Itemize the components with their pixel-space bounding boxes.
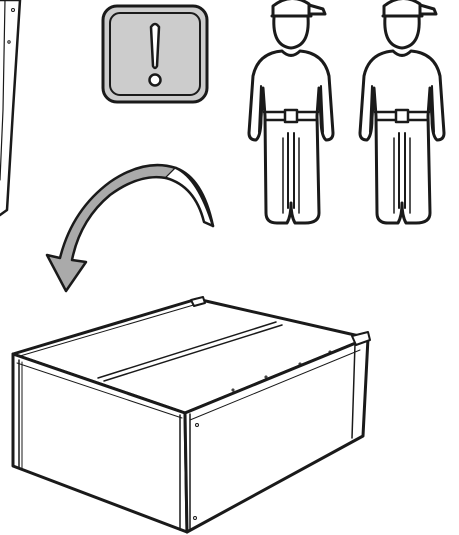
worker-with-cap-icon — [247, 0, 335, 225]
curved-rotate-arrow-icon — [45, 163, 215, 293]
flat-packed-box — [11, 296, 371, 534]
upright-panel-edge — [0, 0, 22, 217]
exclamation-warning-icon — [101, 4, 209, 104]
worker-with-cap-icon — [358, 0, 446, 225]
